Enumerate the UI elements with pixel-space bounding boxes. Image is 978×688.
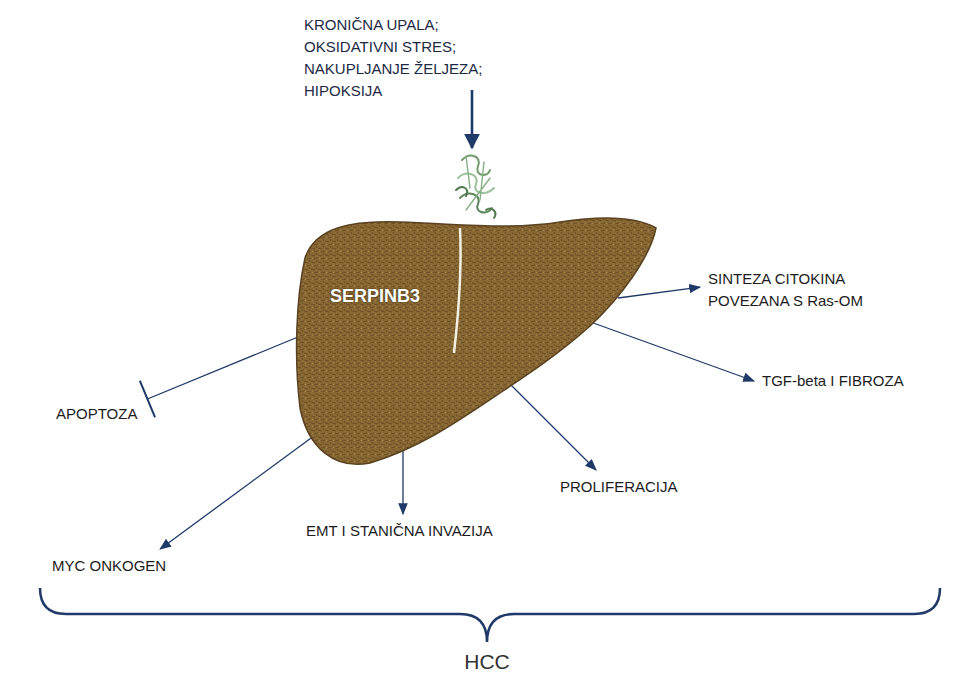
node-text: SERPINB3 [330,285,420,307]
organ-node: SERPINB3 [290,148,660,468]
node-text: MYC ONKOGEN [52,555,166,577]
text-node: TGF-beta I FIBROZA [754,364,912,398]
connector-arrow [618,287,700,298]
liver-shape [297,218,656,464]
liver-ligament [454,228,461,353]
node-text: SINTEZA CITOKINA POVEZANA S Ras-OM [708,268,928,312]
connector-arrow [147,337,298,399]
connector-arrow [585,320,754,381]
text-node: EMT I STANIČNA INVAZIJA [298,514,501,548]
text-node: SINTEZA CITOKINA POVEZANA S Ras-OM [700,262,936,318]
protein-icon [456,156,495,218]
node-text: TGF-beta I FIBROZA [762,370,904,392]
connector-arrow [510,384,596,470]
text-node: APOPTOZA [48,397,145,431]
node-text: EMT I STANIČNA INVAZIJA [306,520,493,542]
text-node: KRONIČNA UPALA; OKSIDATIVNI STRES; NAKUP… [296,8,528,108]
text-node: PROLIFERACIJA [552,470,686,504]
outcome-label: HCC [464,650,510,674]
node-text: PROLIFERACIJA [560,476,678,498]
liver-illustration [290,148,660,468]
connector-arrow [160,430,322,549]
text-node: MYC ONKOGEN [44,549,174,583]
bracket [40,588,940,642]
node-text: KRONIČNA UPALA; OKSIDATIVNI STRES; NAKUP… [304,14,520,102]
node-text: APOPTOZA [56,403,137,425]
connector-arrow [471,90,474,148]
